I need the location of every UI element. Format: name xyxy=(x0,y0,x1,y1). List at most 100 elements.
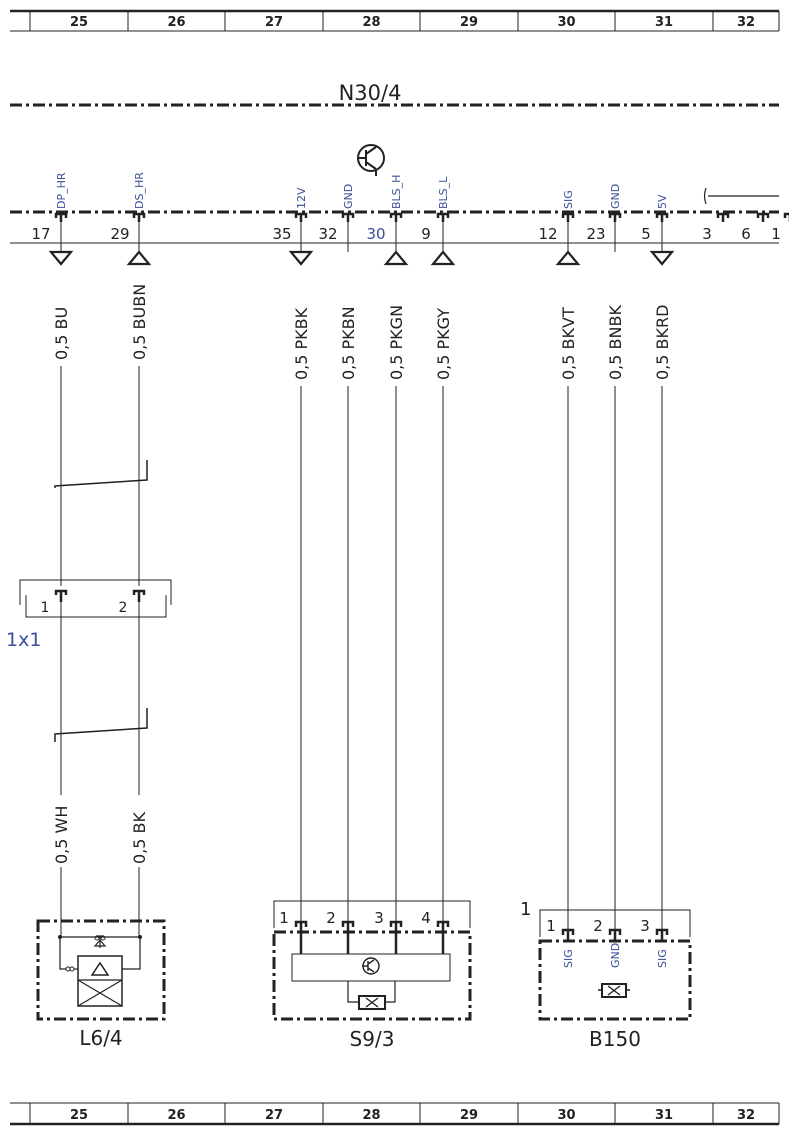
pin-signal-label: 5V xyxy=(656,194,669,209)
grid-column-label: 30 xyxy=(557,15,575,30)
component-pin-number: 1 xyxy=(546,917,556,935)
component-pin xyxy=(608,928,622,941)
signal-direction-arrow xyxy=(288,250,314,266)
component-pin-signal: SIG xyxy=(562,949,575,968)
pin-number: 1 xyxy=(771,225,781,243)
component-pin-number: 2 xyxy=(326,909,336,927)
component-pin-signal: SIG xyxy=(656,949,669,968)
component-b150: 1 B150 xyxy=(520,899,692,1051)
component-pin xyxy=(294,920,308,954)
signal-direction-arrow xyxy=(383,250,409,266)
connector-1x1: 1x1 xyxy=(6,579,172,651)
wire-label: 0,5 BUBN xyxy=(130,284,149,360)
connector-pin-number: 2 xyxy=(119,600,128,616)
grid-column-label: 28 xyxy=(362,15,380,30)
pin-terminal xyxy=(132,212,146,222)
grid-column-label: 27 xyxy=(265,1108,283,1123)
pin-terminal xyxy=(294,212,308,222)
pin-number: 17 xyxy=(31,225,50,243)
grid-column-label: 32 xyxy=(737,15,755,30)
top-grid-ruler: 25 26 27 28 29 30 31 32 xyxy=(10,9,780,32)
pin-terminal xyxy=(54,212,68,222)
signal-direction-arrow xyxy=(430,250,456,266)
pin-signal-label: DP_HR xyxy=(55,172,68,209)
connector-pin-number: 1 xyxy=(41,600,50,616)
grid-column-label: 28 xyxy=(362,1108,380,1123)
grid-column-label: 30 xyxy=(557,1108,575,1123)
pin-signal-label: 12V xyxy=(295,187,308,209)
wire-label: 0,5 BNBK xyxy=(606,305,625,380)
grid-column-label: 31 xyxy=(655,1108,673,1123)
grid-column-label: 32 xyxy=(737,1108,755,1123)
pin-terminal xyxy=(389,212,403,222)
grid-column-label: 27 xyxy=(265,15,283,30)
component-pin xyxy=(436,920,450,954)
component-pin xyxy=(655,928,669,941)
wire-label: 0,5 PKBK xyxy=(292,307,311,380)
module-label: N30/4 xyxy=(339,81,402,105)
pin-number: 30 xyxy=(366,225,385,243)
grid-column-label: 25 xyxy=(70,15,88,30)
pin-signal-label: SIG xyxy=(562,190,575,209)
pin-number: 12 xyxy=(538,225,557,243)
pin-signal-label: GND xyxy=(609,184,622,209)
pin-terminal xyxy=(783,212,789,222)
signal-direction-arrow xyxy=(649,250,675,266)
grid-column-label: 26 xyxy=(167,1108,185,1123)
component-s9-3: S9/3 xyxy=(272,900,472,1051)
pin-number: 9 xyxy=(421,225,431,243)
pin-signal-label: GND xyxy=(342,184,355,209)
grid-column-label: 29 xyxy=(460,1108,478,1123)
connector-pin xyxy=(132,589,146,602)
signal-direction-arrow xyxy=(48,250,74,266)
pin-terminal xyxy=(655,212,669,222)
grid-column-label: 26 xyxy=(167,15,185,30)
pin-number: 5 xyxy=(641,225,651,243)
pin-number: 35 xyxy=(272,225,291,243)
wire-label: 0,5 PKGN xyxy=(387,305,406,380)
grid-column-label: 31 xyxy=(655,15,673,30)
pin-number: 23 xyxy=(586,225,605,243)
pin-terminal xyxy=(341,212,355,222)
pin-terminal xyxy=(716,212,730,222)
component-pin-number: 3 xyxy=(374,909,384,927)
connector-pin xyxy=(54,589,68,602)
component-pin-number: 3 xyxy=(640,917,650,935)
wire-label: 0,5 WH xyxy=(52,806,71,864)
pin-terminal xyxy=(436,212,450,222)
wire-label: 0,5 BU xyxy=(52,307,71,360)
pin-terminal xyxy=(561,212,575,222)
pin-signal-label: DS_HR xyxy=(133,172,146,209)
component-pin-number: 4 xyxy=(421,909,431,927)
grid-column-label: 25 xyxy=(70,1108,88,1123)
pin-signal-label: BLS_H xyxy=(390,175,403,209)
component-label: S9/3 xyxy=(350,1027,395,1051)
component-l6-4: L6/4 xyxy=(36,919,166,1050)
pin-signal-label: BLS_L xyxy=(437,176,450,209)
wire-label: 0,5 BKVT xyxy=(559,307,578,380)
component-label: B150 xyxy=(589,1027,641,1051)
wire-break-upper xyxy=(54,460,148,488)
component-pin xyxy=(389,920,403,954)
continuation-bracket xyxy=(703,187,779,205)
component-pin-signal: GND xyxy=(609,943,622,968)
pin-number: 6 xyxy=(741,225,751,243)
component-pin xyxy=(561,928,575,941)
component-pin-number: 1 xyxy=(279,909,289,927)
connector-label: 1 xyxy=(520,899,531,920)
signal-direction-arrow xyxy=(555,250,581,266)
signal-direction-arrow xyxy=(126,250,152,266)
wire-label: 0,5 BKRD xyxy=(653,305,672,380)
pin-number: 32 xyxy=(318,225,337,243)
component-pin xyxy=(341,920,355,954)
wire-break-lower xyxy=(54,708,148,742)
connector-label: 1x1 xyxy=(6,629,41,651)
component-pin-number: 2 xyxy=(593,917,603,935)
component-label: L6/4 xyxy=(79,1026,122,1050)
grid-column-label: 29 xyxy=(460,15,478,30)
pin-terminal xyxy=(608,212,622,222)
pin-terminal xyxy=(756,212,770,222)
pin-number: 29 xyxy=(110,225,129,243)
transistor-icon xyxy=(357,144,385,176)
